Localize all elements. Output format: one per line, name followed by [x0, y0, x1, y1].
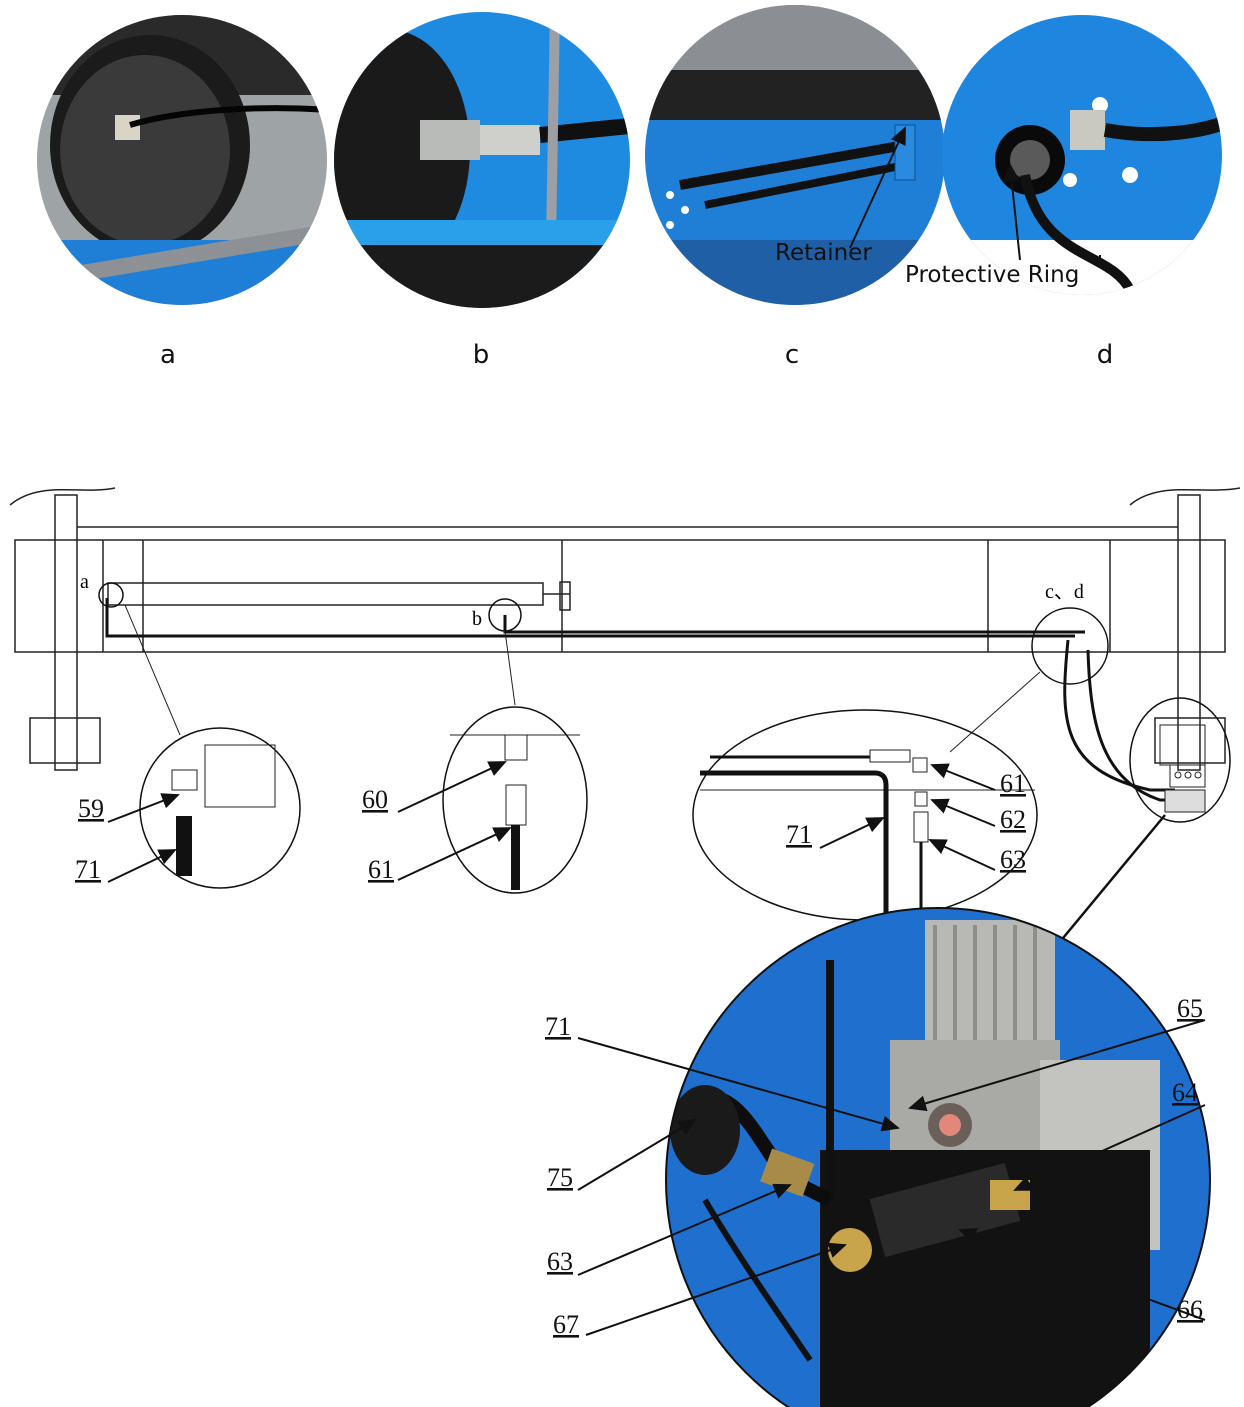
marker-cd: c、d — [1045, 581, 1084, 603]
photo-a-label: a — [160, 340, 176, 370]
callout-62: 62 — [1000, 805, 1026, 834]
retainer-annotation: Retainer — [775, 240, 872, 266]
pump-marker-circle — [1129, 697, 1231, 823]
callout-63-pump: 63 — [547, 1247, 573, 1276]
callout-71-pump: 71 — [545, 1012, 571, 1041]
pump-photo — [666, 908, 1210, 1407]
callout-64: 64 — [1172, 1078, 1198, 1107]
marker-a-circle — [98, 582, 124, 608]
photo-a — [37, 15, 327, 305]
photo-b-label: b — [472, 340, 490, 370]
detail-a — [139, 727, 301, 889]
callout-71-cd: 71 — [786, 820, 812, 849]
photo-c-label: c — [784, 340, 800, 370]
callout-60: 60 — [362, 785, 388, 814]
marker-cd-circle — [1031, 607, 1109, 685]
callout-61-b: 61 — [368, 855, 394, 884]
callout-59: 59 — [78, 794, 104, 823]
photo-d-label: d — [1096, 340, 1114, 370]
detail-b — [442, 706, 588, 894]
detail-cd — [692, 709, 1038, 921]
callout-61-cd: 61 — [1000, 769, 1026, 798]
callout-67: 67 — [553, 1310, 579, 1339]
marker-a: a — [80, 571, 89, 593]
callout-63-cd: 63 — [1000, 845, 1026, 874]
callout-71-a: 71 — [75, 855, 101, 884]
callout-65: 65 — [1177, 994, 1203, 1023]
callout-75: 75 — [547, 1163, 573, 1192]
lift-beam-drawing — [9, 487, 1241, 771]
marker-b: b — [472, 608, 482, 630]
photo-b — [334, 12, 630, 308]
photo-d — [942, 15, 1222, 295]
protective-ring-annotation: Protective Ring — [905, 262, 1079, 288]
callout-66: 66 — [1177, 1295, 1203, 1324]
